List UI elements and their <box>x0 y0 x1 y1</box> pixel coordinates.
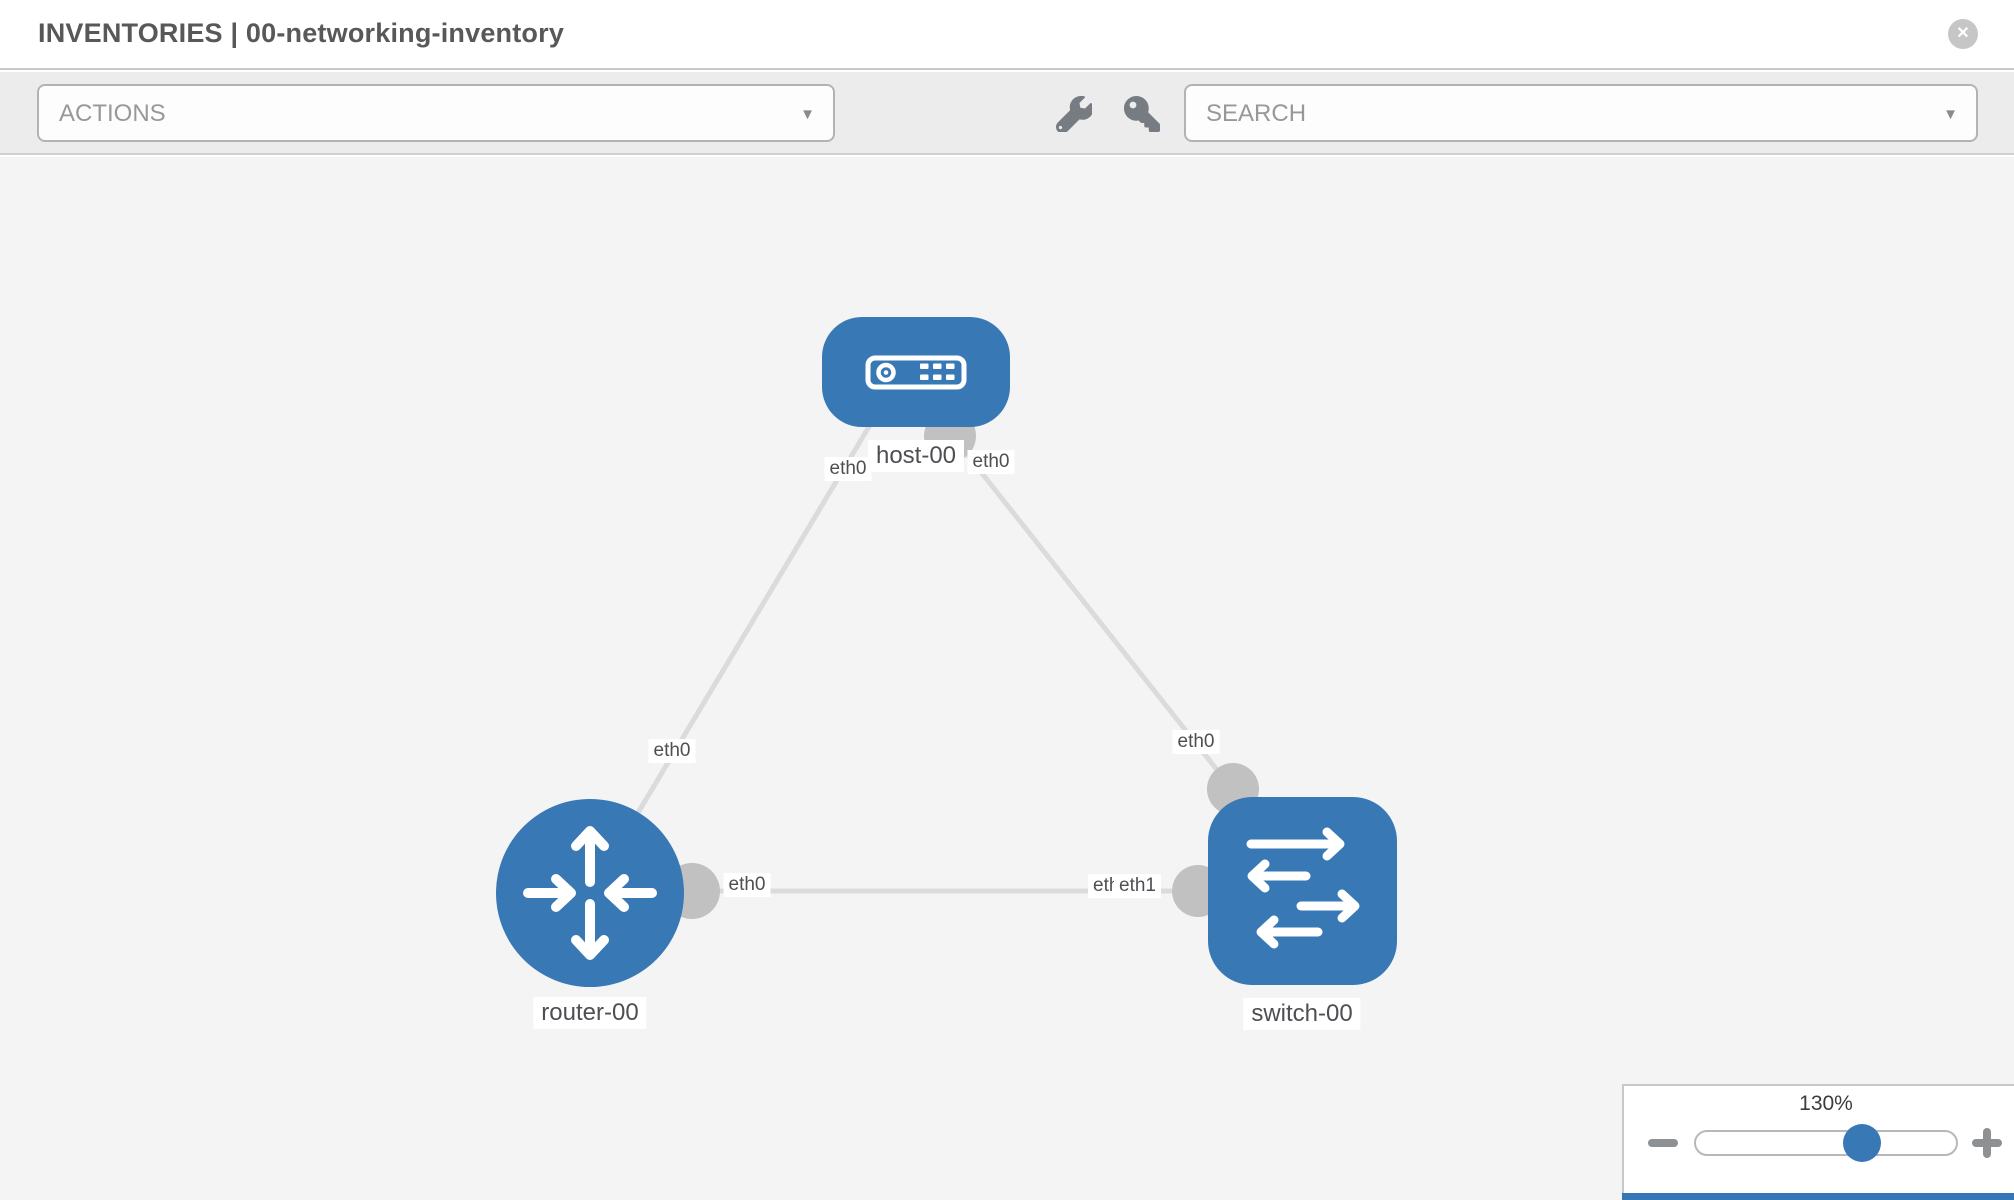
key-icon <box>1124 96 1160 132</box>
zoom-slider[interactable] <box>1694 1130 1958 1156</box>
interface-label: eth0 <box>824 457 872 481</box>
search-dropdown[interactable]: SEARCH ▼ <box>1184 84 1978 142</box>
interface-label: eth0 <box>1172 730 1220 754</box>
interface-label: eth0 <box>967 450 1015 474</box>
host-icon <box>865 355 967 390</box>
zoom-panel: 130% <box>1622 1084 2014 1200</box>
interface-label: eth0 <box>723 873 771 897</box>
plus-icon <box>1983 1128 1991 1158</box>
node-switch[interactable] <box>1208 797 1397 985</box>
close-icon[interactable]: ✕ <box>1948 19 1978 49</box>
wrench-button[interactable] <box>1050 90 1098 138</box>
actions-dropdown[interactable]: ACTIONS ▼ <box>37 84 835 142</box>
topology-canvas[interactable] <box>0 157 2014 1200</box>
zoom-level: 130% <box>1799 1092 1853 1115</box>
toolbar: ACTIONS ▼ SEARCH ▼ <box>0 72 2014 155</box>
bottom-accent-bar <box>1622 1193 2014 1200</box>
page-title: INVENTORIES | 00-networking-inventory <box>38 18 565 48</box>
key-button[interactable] <box>1118 90 1166 138</box>
chevron-down-icon: ▼ <box>800 106 815 123</box>
header-bar: INVENTORIES | 00-networking-inventory ✕ <box>0 0 2014 70</box>
interface-label: eth1 <box>1114 874 1161 898</box>
zoom-slider-thumb[interactable] <box>1843 1124 1881 1162</box>
node-host[interactable] <box>822 317 1010 427</box>
interface-label: eth0 <box>648 739 696 763</box>
router-icon <box>523 826 657 960</box>
node-router[interactable] <box>496 799 684 987</box>
wrench-icon <box>1056 96 1092 132</box>
node-label-switch: switch-00 <box>1243 998 1361 1030</box>
search-dropdown-label: SEARCH <box>1206 100 1307 127</box>
zoom-out-button[interactable] <box>1648 1139 1678 1147</box>
chevron-down-icon: ▼ <box>1943 106 1958 123</box>
switch-icon <box>1246 827 1360 949</box>
actions-dropdown-label: ACTIONS <box>59 100 166 127</box>
node-label-host: host-00 <box>867 440 965 472</box>
zoom-in-button[interactable] <box>1972 1128 2002 1158</box>
node-label-router: router-00 <box>533 997 647 1029</box>
